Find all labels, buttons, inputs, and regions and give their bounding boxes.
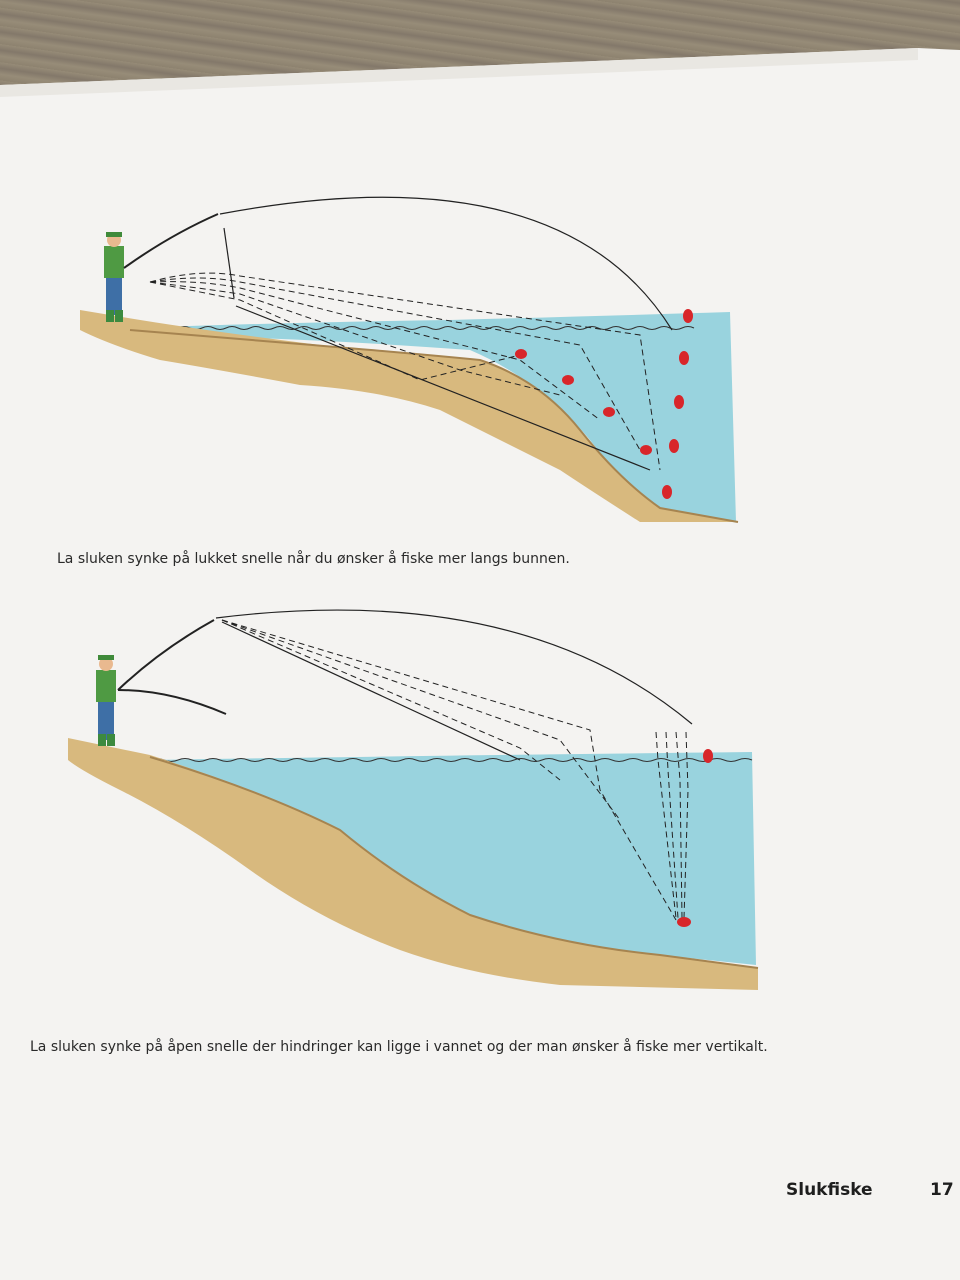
water-body-2 — [150, 752, 756, 965]
shore-slope — [80, 310, 738, 522]
retrieve-paths — [149, 272, 661, 471]
section-title: Slukfiske — [786, 1180, 873, 1200]
page-number: 17 — [930, 1180, 954, 1200]
fishing-rod-lowered — [117, 689, 227, 715]
fishing-rod — [123, 213, 219, 269]
water-surface-line-2 — [149, 758, 753, 762]
sinking-line — [235, 305, 651, 471]
shore-slope-2 — [68, 738, 758, 990]
fisherman-figure — [104, 232, 124, 322]
figure-1-caption: La sluken synke på lukket snelle når du … — [57, 551, 570, 567]
fishing-rod-raised — [117, 619, 215, 691]
figure-2-caption: La sluken synke på åpen snelle der hindr… — [30, 1039, 768, 1055]
cast-arc-line-2 — [215, 609, 693, 725]
fisherman-figure-2 — [96, 655, 116, 746]
lure-markers-2 — [677, 749, 713, 927]
water-surface-line — [129, 326, 695, 330]
cast-arc-line — [219, 196, 673, 331]
seabed-line-2 — [149, 756, 759, 969]
water-body — [130, 312, 736, 522]
lure-markers — [515, 309, 693, 499]
sinking-line-2 — [221, 621, 521, 761]
retrieve-paths-2 — [221, 619, 689, 921]
seabed-line — [129, 329, 739, 523]
